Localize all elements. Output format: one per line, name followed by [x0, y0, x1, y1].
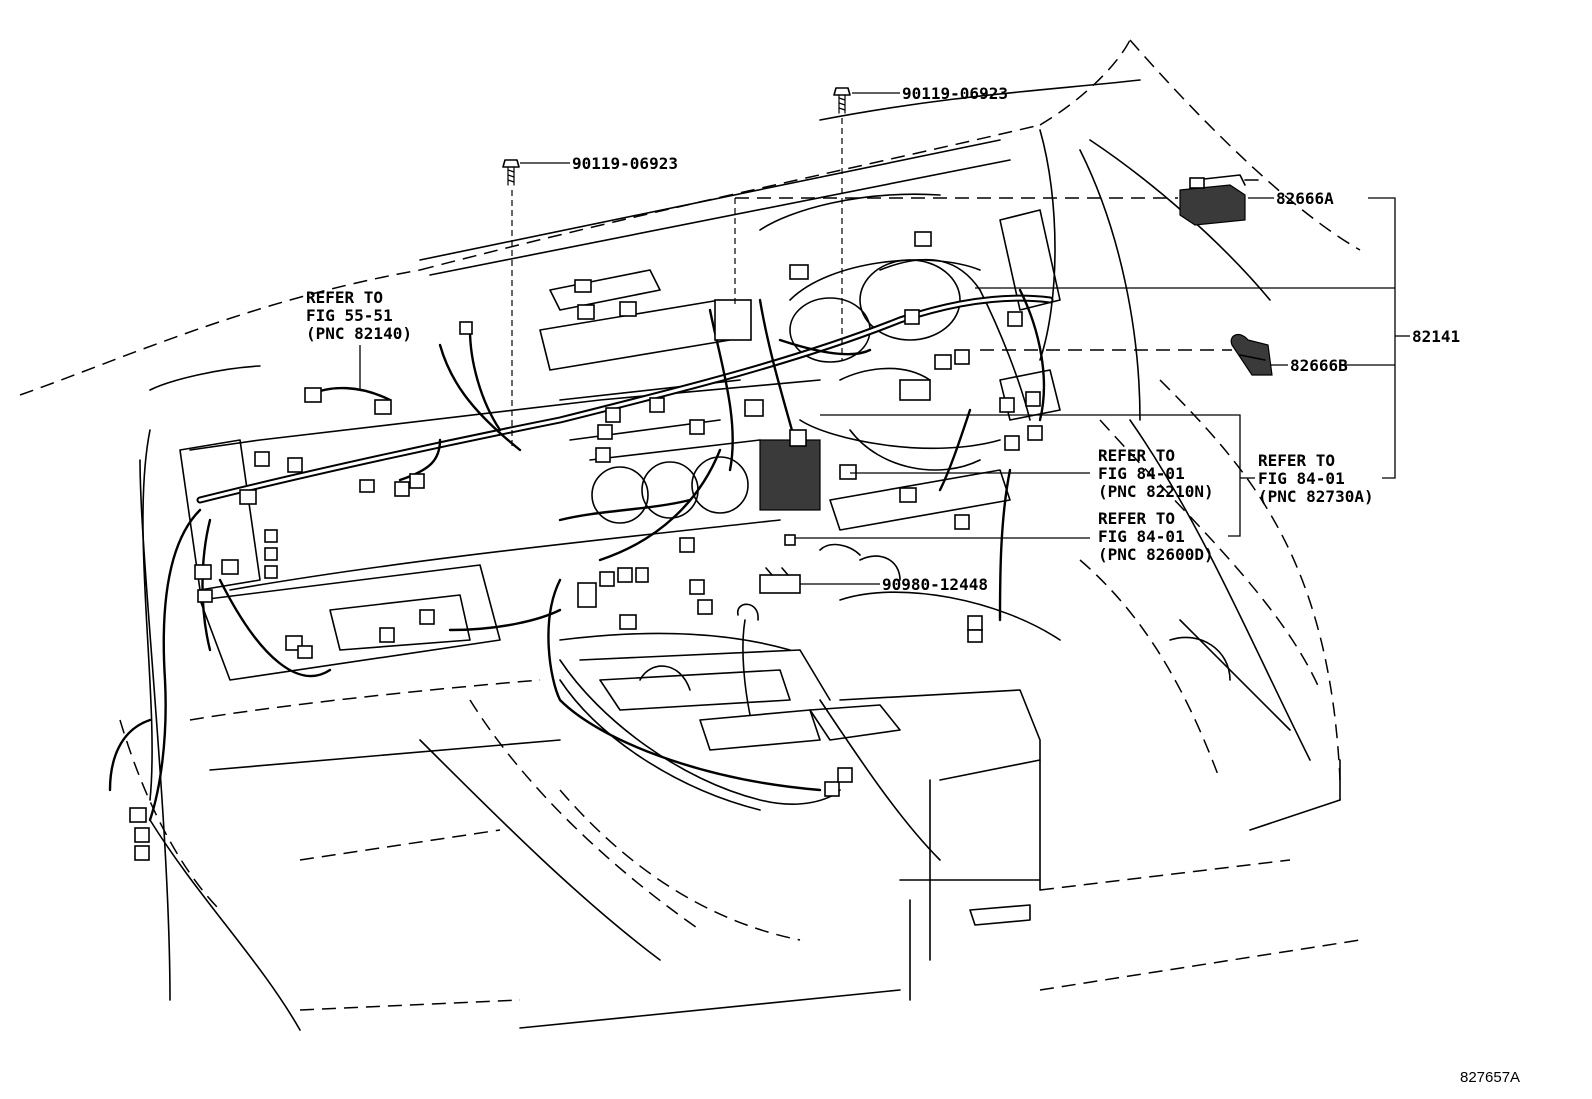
bolt-right: [833, 87, 851, 114]
refer-82600d-line3: (PNC 82600D): [1098, 545, 1214, 564]
connectors: [129, 231, 1043, 861]
relay-82666a: [1179, 174, 1259, 226]
instrument-panel: [179, 193, 1061, 681]
bolt-right-part-number: 90119-06923: [902, 84, 1008, 103]
refer-55-51-line2: FIG 55-51: [306, 306, 393, 325]
part-90980-label: 90980-12448: [882, 575, 988, 594]
part-82666a-label: 82666A: [1276, 189, 1334, 208]
leader-lines: [359, 92, 1410, 585]
part-82666b-label: 82666B: [1290, 356, 1348, 375]
main-harness: [108, 288, 1054, 822]
refer-fig-84-01-82210n: REFER TO FIG 84-01 (PNC 82210N): [1098, 446, 1214, 501]
refer-82730a-line3: (PNC 82730A): [1258, 487, 1374, 506]
refer-55-51-line1: REFER TO: [306, 288, 383, 307]
refer-fig-55-51: REFER TO FIG 55-51 (PNC 82140): [306, 288, 412, 343]
refer-fig-84-01-82730a: REFER TO FIG 84-01 (PNC 82730A): [1258, 451, 1374, 506]
refer-82730a-line2: FIG 84-01: [1258, 469, 1345, 488]
refer-82730a-line1: REFER TO: [1258, 451, 1335, 470]
clip-82666b: [1230, 333, 1273, 376]
figure-code: 827657A: [1460, 1069, 1520, 1086]
fuse-90980-12448: [759, 567, 801, 594]
refer-82210n-line3: (PNC 82210N): [1098, 482, 1214, 501]
part-82141-label: 82141: [1412, 327, 1460, 346]
refer-fig-84-01-82600d: REFER TO FIG 84-01 (PNC 82600D): [1098, 509, 1214, 564]
refer-82210n-line1: REFER TO: [1098, 446, 1175, 465]
bolt-left-part-number: 90119-06923: [572, 154, 678, 173]
center-console: [559, 603, 901, 811]
refer-82600d-line2: FIG 84-01: [1098, 527, 1185, 546]
refer-55-51-line3: (PNC 82140): [306, 324, 412, 343]
refer-82600d-line1: REFER TO: [1098, 509, 1175, 528]
vehicle-body-outline: [19, 39, 1361, 1031]
refer-82210n-line2: FIG 84-01: [1098, 464, 1185, 483]
bolt-left: [502, 159, 520, 186]
